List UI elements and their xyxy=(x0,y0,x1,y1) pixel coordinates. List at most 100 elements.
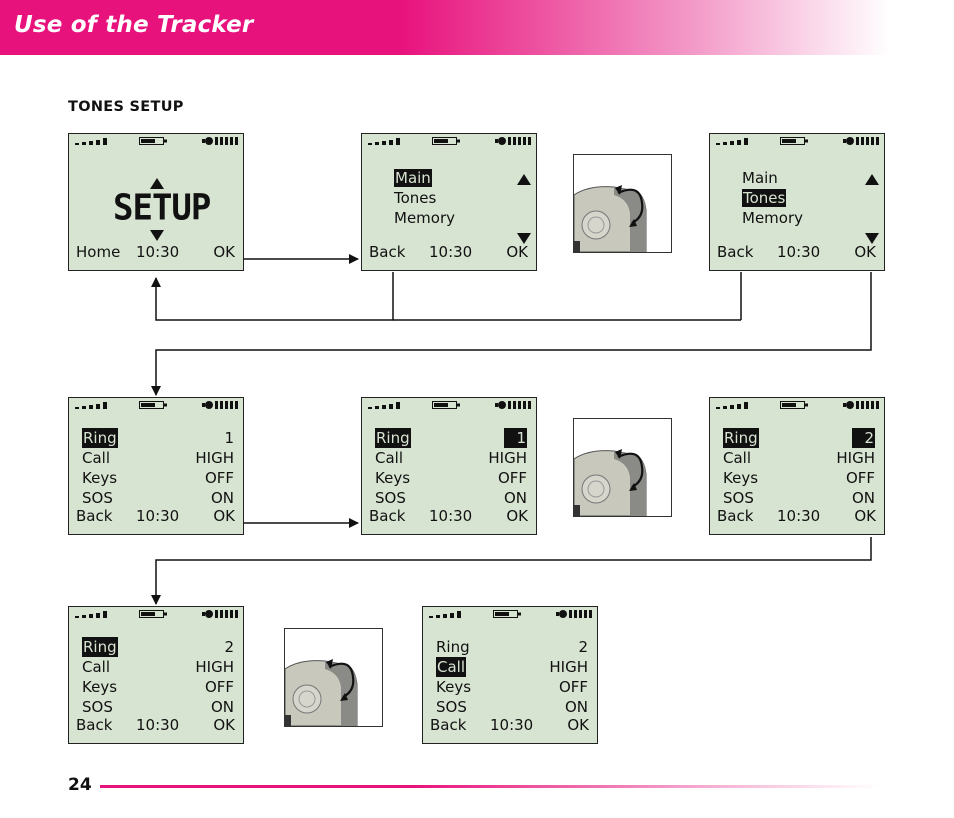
softkey-right[interactable]: OK xyxy=(213,243,235,261)
menu-item-tones[interactable]: Tones xyxy=(394,189,437,207)
signal-icon xyxy=(716,138,748,145)
header-band xyxy=(0,0,890,55)
rotate-knob-icon xyxy=(574,185,647,252)
signal-icon xyxy=(716,402,748,409)
softkey-right[interactable]: OK xyxy=(567,716,589,734)
setup-title: SETUP xyxy=(113,187,211,229)
softkey-right[interactable]: OK xyxy=(506,243,528,261)
softkeys: Back 10:30 OK xyxy=(69,716,243,736)
battery-icon xyxy=(432,401,460,409)
signal-icon xyxy=(368,138,400,145)
battery-icon xyxy=(139,610,167,618)
menu-item-memory[interactable]: Memory xyxy=(742,209,804,227)
arrow-back-loop xyxy=(151,272,394,321)
menu-list: Main Tones Memory xyxy=(742,168,803,228)
softkeys: Back 10:30 OK xyxy=(69,507,243,527)
gps-icon xyxy=(495,137,531,145)
clock: 10:30 xyxy=(136,507,180,525)
status-bar xyxy=(69,398,243,412)
softkey-left[interactable]: Back xyxy=(369,243,406,261)
softkey-left[interactable]: Home xyxy=(76,243,121,261)
menu-item-main[interactable]: Main xyxy=(394,169,432,187)
clock: 10:30 xyxy=(777,243,821,261)
rotate-knob-icon xyxy=(285,659,358,726)
clock: 10:30 xyxy=(136,716,180,734)
battery-icon xyxy=(780,401,808,409)
softkey-right[interactable]: OK xyxy=(213,507,235,525)
softkey-right[interactable]: OK xyxy=(506,507,528,525)
status-bar xyxy=(69,607,243,621)
signal-icon xyxy=(75,402,107,409)
rotate-knob-icon xyxy=(574,449,647,516)
down-arrow-icon xyxy=(150,230,164,241)
gps-icon xyxy=(202,137,238,145)
softkeys: Back 10:30 OK xyxy=(423,716,597,736)
section-title: TONES SETUP xyxy=(68,99,184,115)
clock: 10:30 xyxy=(777,507,821,525)
softkeys: Back 10:30 OK xyxy=(362,243,536,263)
softkey-right[interactable]: OK xyxy=(854,507,876,525)
page-number: 24 xyxy=(68,775,92,795)
menu-item-memory[interactable]: Memory xyxy=(394,209,456,227)
gps-icon xyxy=(202,610,238,618)
lcd-setup-screen: SETUP Home 10:30 OK xyxy=(68,133,244,271)
softkey-left[interactable]: Back xyxy=(430,716,467,734)
signal-icon xyxy=(368,402,400,409)
status-bar xyxy=(362,398,536,412)
menu-item-tones[interactable]: Tones xyxy=(742,189,787,207)
softkey-left[interactable]: Back xyxy=(369,507,406,525)
signal-icon xyxy=(75,611,107,618)
battery-icon xyxy=(139,137,167,145)
status-bar xyxy=(362,134,536,148)
softkey-left[interactable]: Back xyxy=(76,507,113,525)
softkey-left[interactable]: Back xyxy=(76,716,113,734)
status-bar xyxy=(710,398,884,412)
softkey-right[interactable]: OK xyxy=(213,716,235,734)
softkey-left[interactable]: Back xyxy=(717,507,754,525)
arrow-menu-to-tones xyxy=(151,272,872,396)
battery-icon xyxy=(432,137,460,145)
softkey-right[interactable]: OK xyxy=(854,243,876,261)
softkeys: Home 10:30 OK xyxy=(69,243,243,263)
clock: 10:30 xyxy=(429,507,473,525)
device-knob-illustration xyxy=(573,154,672,253)
softkeys: Back 10:30 OK xyxy=(362,507,536,527)
menu-item-main[interactable]: Main xyxy=(742,169,778,187)
arrow-tones3-to-tones4 xyxy=(151,537,872,605)
softkey-left[interactable]: Back xyxy=(717,243,754,261)
signal-icon xyxy=(429,611,461,618)
gps-icon xyxy=(843,137,879,145)
clock: 10:30 xyxy=(136,243,180,261)
status-bar xyxy=(69,134,243,148)
battery-icon xyxy=(780,137,808,145)
gps-icon xyxy=(202,401,238,409)
gps-icon xyxy=(495,401,531,409)
